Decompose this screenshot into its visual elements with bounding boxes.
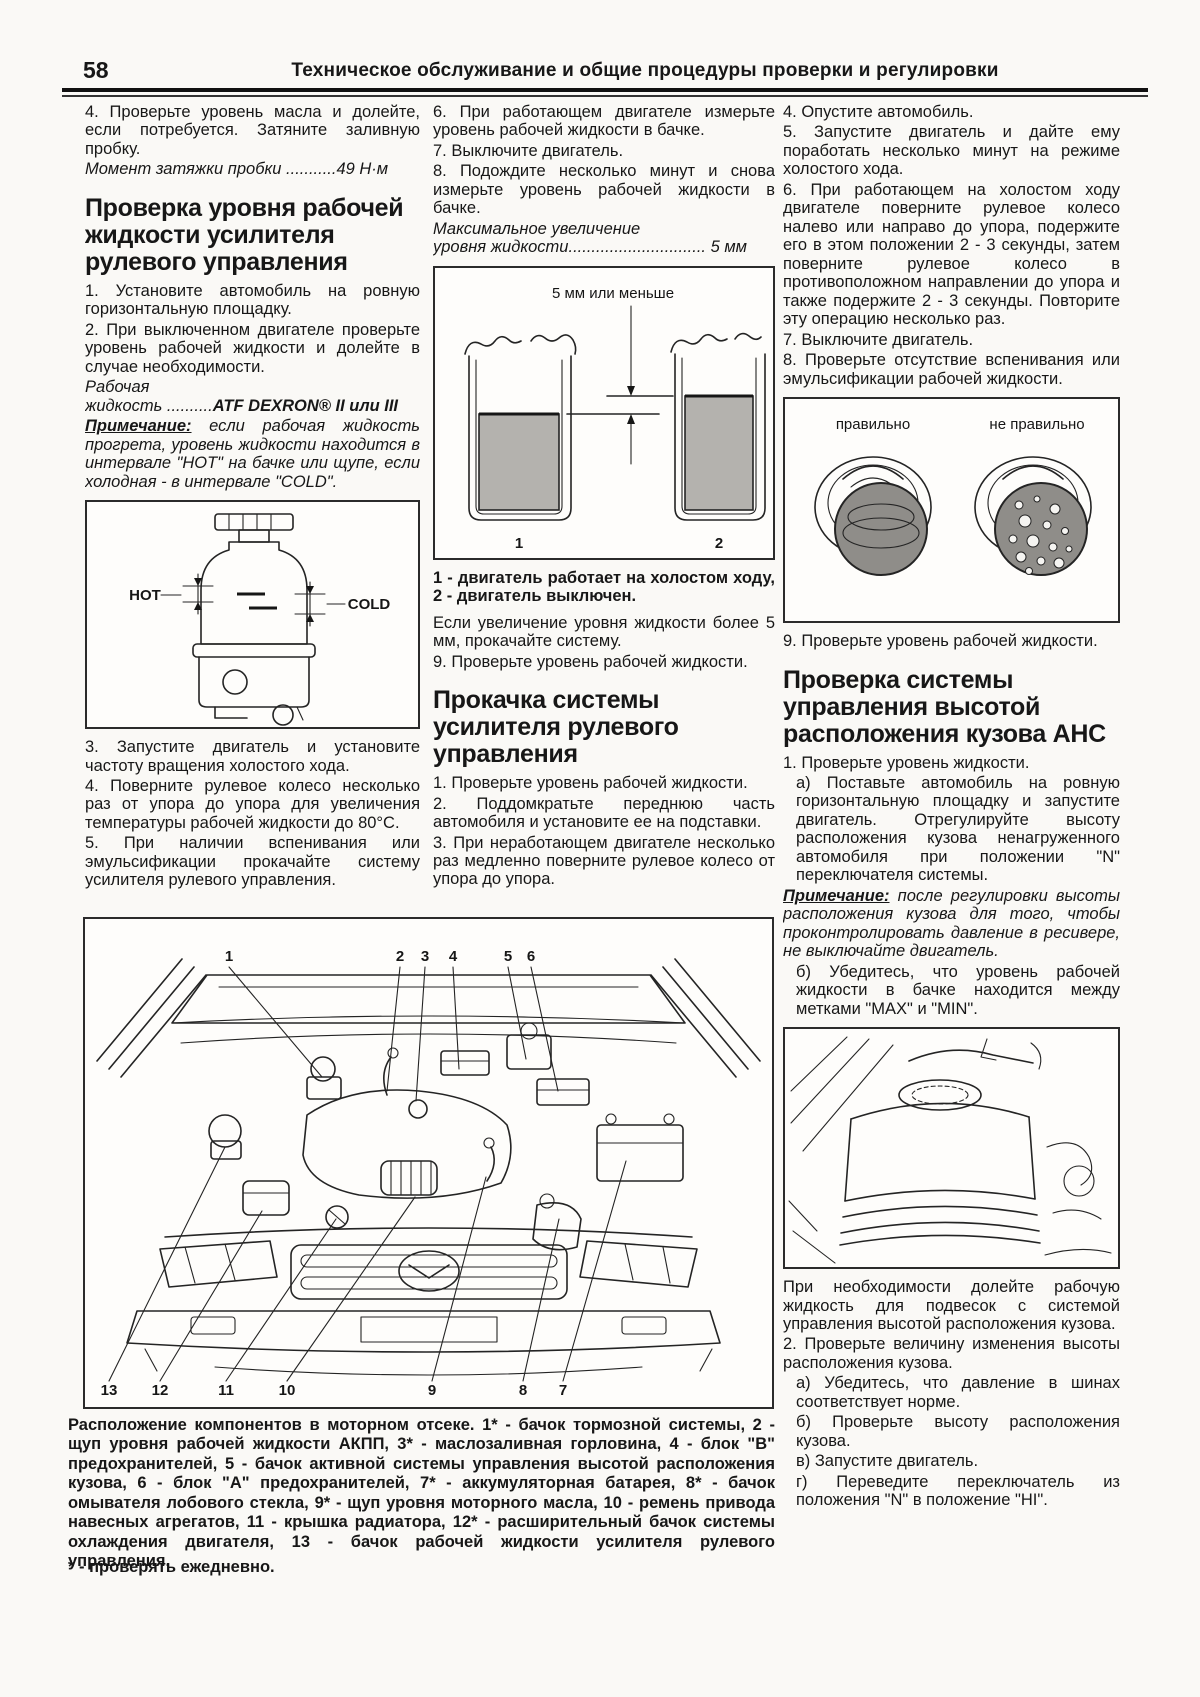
bleed-step-7: 7. Выключите двигатель. [783,330,974,349]
ps-step-9: 9. Проверьте уровень рабочей жидкости. [433,652,748,671]
fluid-spec: Рабочая жидкость ..........ATF DEXRON® I… [85,378,420,415]
callout-10: 10 [279,1382,296,1399]
engine-figure-caption: Расположение компонентов в моторном отсе… [68,1416,775,1571]
callout-8: 8 [519,1382,527,1399]
bleed-step-8: 8. Проверьте отсутствие вспенивания или … [783,351,1120,388]
bleed-step-9: 9. Проверьте уровень рабочей жидкости. [783,632,1098,651]
callout-9: 9 [428,1382,436,1399]
ahc-step-2a: а) Убедитесь, что давление в шинах соотв… [796,1374,1120,1411]
callout-7: 7 [559,1382,567,1399]
bleed-if-more: Если увеличение уровня жидкости более 5 … [433,613,775,651]
ahc-refill: При необходимости долейте рабочую жидкос… [783,1278,1120,1333]
ps-step-5: 5. При наличии вспенивания или эмульсифи… [85,834,420,890]
ahc-reservoir-drawing [788,1036,1112,1264]
ahc-step-2c: в) Запустите двигатель. [796,1452,979,1471]
bleed-step-4: 4. Опустите автомобиль. [783,103,974,121]
section-heading-ps-fluid-level: Проверка уровня рабочей жидкости усилите… [85,193,404,276]
fluid-spec-line1: Рабочая [85,378,150,397]
note-hot-cold: Примечание: если рабочая жидкость прогре… [85,417,420,491]
five-mm-label: 5 мм или меньше [552,285,674,302]
column-left: 4. Проверьте уровень масла и долейте, ес… [85,103,420,915]
max-increase-line2: уровня жидкости.........................… [433,238,747,257]
header-rule-thick [62,88,1148,92]
column-right: 4. Опустите автомобиль. 5. Запустите дви… [783,103,1120,1593]
figure-engine-bay: 1 2 3 4 5 6 13 12 11 10 9 8 7 [83,917,774,1409]
ahc-step-1a: а) Поставьте автомобиль на ровную горизо… [796,773,1120,885]
section-heading-bleeding: Прокачка системы усилителя рулевого упра… [433,686,679,769]
bleed-step-2: 2. Поддомкратьте переднюю часть автомоби… [433,794,775,832]
ps-step-2: 2. При выключенном двигателе проверьте у… [85,320,420,376]
ps-step-8: 8. Подождите несколько минут и снова изм… [433,162,775,218]
note-text: если рабочая жидкость прогрета, уровень … [85,417,420,491]
bleed-step-1: 1. Проверьте уровень рабочей жидкости. [433,774,748,793]
callout-4: 4 [449,948,458,965]
fluid-level-drawing: 5 мм или меньше 1 [464,285,766,552]
callout-6: 6 [527,948,535,965]
callout-11: 11 [218,1382,234,1399]
callout-3: 3 [421,948,429,965]
correct-label: правильно [836,416,910,433]
callout-13: 13 [101,1382,118,1399]
ahc-step-2d: г) Переведите переключатель из положения… [796,1472,1120,1510]
incorrect-label: не правильно [989,416,1084,433]
foam-check-drawing: правильно не правильно [814,416,1092,577]
callout-1: 1 [225,948,233,965]
column-middle: 6. При работающем двигателе измерьте уро… [433,103,775,915]
callout-5: 5 [504,948,512,965]
max-increase-line1: Максимальное увеличение [433,219,641,238]
page-number: 58 [83,57,109,83]
ps-step-7: 7. Выключите двигатель. [433,141,624,160]
section-heading-ahc: Проверка системы управления высотой расп… [783,665,1106,748]
ps-step-3: 3. Запустите двигатель и установите част… [85,738,420,775]
note-ahc: Примечание: после регулировки высоты рас… [783,887,1120,961]
figure-ahc-reservoir [783,1027,1120,1270]
figure-hot-cold-reservoir: HOT COLD [85,500,420,730]
note-ahc-label: Примечание: [783,886,890,905]
figure-foam-check: правильно не правильно [783,397,1120,624]
header-rule-thin [62,95,1148,97]
ps-step-1: 1. Установите автомобиль на ровную гориз… [85,281,420,319]
bleed-step-3: 3. При неработающем двигателе несколько … [433,833,775,889]
hot-label: HOT [129,587,161,604]
fluid-spec-value: ATF DEXRON® II или III [212,396,398,415]
cold-label: COLD [348,596,391,613]
container-1-number: 1 [515,535,523,552]
engine-figure-footnote: * - проверять ежедневно. [68,1558,275,1576]
hot-cold-reservoir-drawing: HOT COLD [129,513,391,726]
bleed-step-5: 5. Запустите двигатель и дайте ему пораб… [783,123,1120,179]
page-title: Техническое обслуживание и общие процеду… [291,60,999,81]
callout-12: 12 [152,1382,169,1399]
container-2-number: 2 [715,535,723,552]
ps-step-6: 6. При работающем двигателе измерьте уро… [433,103,775,140]
note-label: Примечание: [85,417,192,436]
figure-fluid-level-compare: 5 мм или меньше 1 [433,265,775,560]
ahc-step-2b: б) Проверьте высоту расположения кузова. [796,1413,1120,1450]
fluid-spec-label: жидкость .......... [85,396,213,415]
bleed-step-6: 6. При работающем на холостом ходу двига… [783,180,1120,329]
figure-caption-levels: 1 - двигатель работает на холостом ходу,… [433,568,775,606]
step-check-oil: 4. Проверьте уровень масла и долейте, ес… [85,103,420,158]
ahc-step-1b: б) Убедитесь, что уровень рабочей жидкос… [796,962,1120,1018]
callout-2: 2 [396,948,404,965]
note-ahc-text: после регулировки высоты расположения ку… [783,886,1120,961]
max-increase-spec: Максимальное увеличение уровня жидкости.… [433,220,775,257]
torque-spec: Момент затяжки пробки ...........49 Н·м [85,160,389,179]
ahc-step-1: 1. Проверьте уровень жидкости. [783,753,1030,772]
ahc-step-2: 2. Проверьте величину изменения высоты р… [783,1335,1120,1372]
engine-bay-drawing: 1 2 3 4 5 6 13 12 11 10 9 8 7 [96,948,761,1399]
ps-step-4: 4. Поверните рулевое колесо несколько ра… [85,776,420,832]
